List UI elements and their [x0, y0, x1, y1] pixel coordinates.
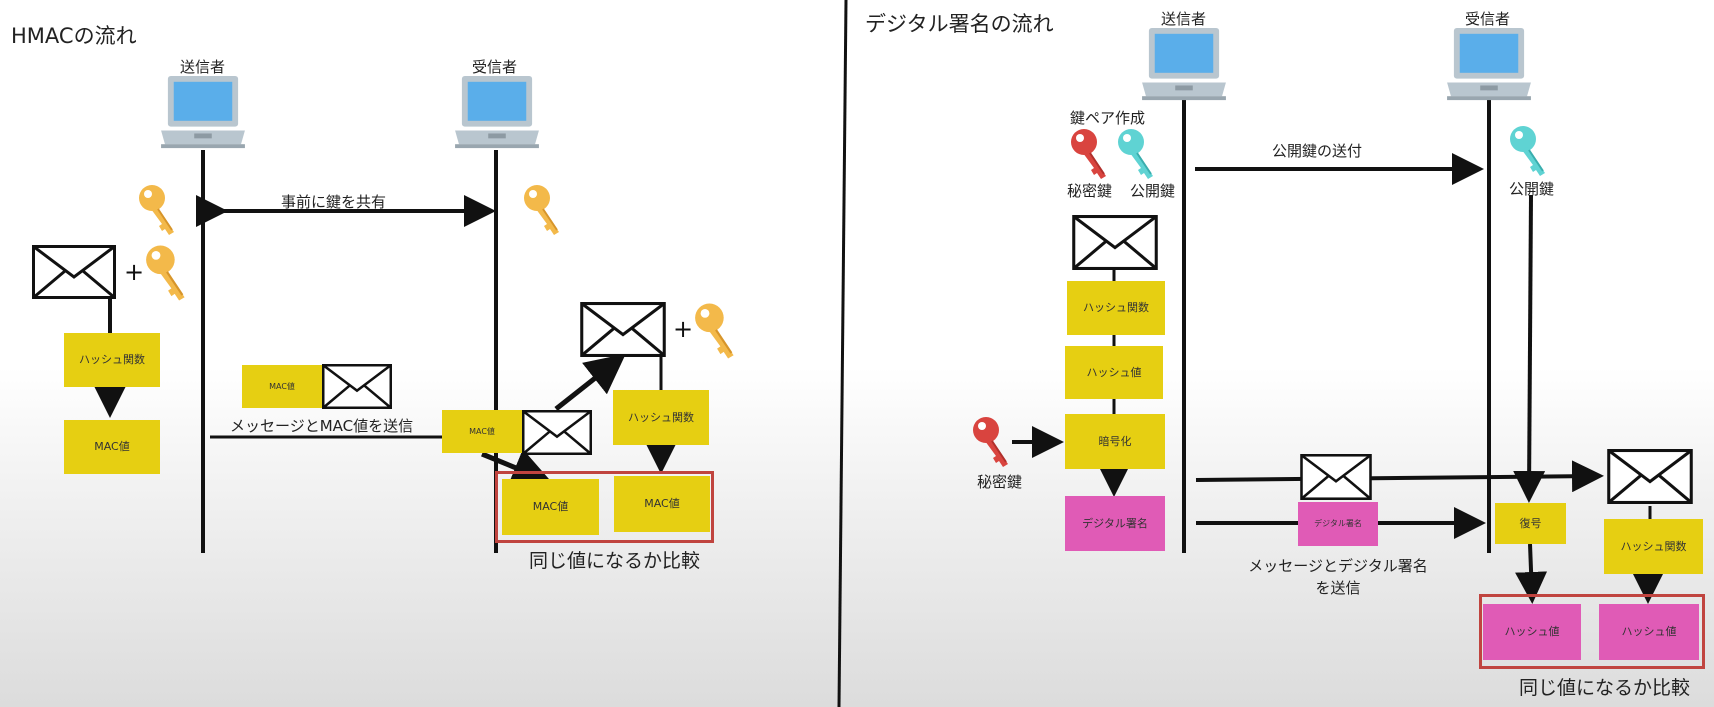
hmac-compare-frame	[495, 471, 714, 543]
hmac-hash-function-box: ハッシュ関数	[64, 333, 160, 387]
sig-decrypt-box: 復号	[1495, 503, 1566, 544]
sig-decrypt-to-hash-arrow	[1515, 543, 1548, 604]
hmac-send-label: メッセージとMAC値を送信	[230, 417, 414, 435]
sig-hash-value-box: ハッシュ値	[1065, 346, 1163, 399]
sig-compare-hash-right: ハッシュ値	[1599, 604, 1699, 660]
sig-compare-label: 同じ値になるか比較	[1519, 677, 1691, 699]
envelope-icon	[580, 302, 666, 357]
hmac-share-key-label: 事前に鍵を共有	[281, 193, 387, 211]
hmac-title: HMACの流れ	[11, 24, 137, 48]
hmac-mac-value-box: MAC値	[64, 420, 160, 474]
envelope-icon	[1300, 454, 1372, 500]
sig-sender-label: 送信者	[1161, 10, 1207, 28]
sig-send-message-arrow	[1195, 460, 1604, 493]
sig-pubkey-to-decrypt-arrow	[1513, 194, 1546, 503]
red-key-icon	[1070, 128, 1110, 180]
envelope-icon	[31, 245, 117, 299]
sig-private-key-side-label: 秘密鍵	[977, 473, 1023, 491]
sig-compare-hash-left: ハッシュ値	[1483, 604, 1581, 660]
hmac-mac-to-compare-arrow	[481, 449, 553, 487]
sig-title: デジタル署名の流れ	[865, 12, 1054, 36]
envelope-icon	[522, 410, 592, 455]
sig-receiver-hash-function-box: ハッシュ関数	[1604, 519, 1703, 574]
hmac-sender-label: 送信者	[180, 58, 226, 76]
hmac-receiver-hash-function-box: ハッシュ関数	[613, 390, 709, 445]
envelope-icon	[1071, 215, 1159, 270]
plus-sign: +	[673, 315, 694, 343]
hmac-receiver-label: 受信者	[472, 58, 518, 76]
hmac-compare-mac-left: MAC値	[502, 479, 599, 535]
hmac-compare-mac-right: MAC値	[614, 476, 710, 532]
sig-compare-frame	[1479, 594, 1705, 669]
sig-receiver-label: 受信者	[1465, 10, 1511, 28]
sig-send-label-line1: メッセージとデジタル署名	[1248, 557, 1428, 575]
sig-key-pair-label: 鍵ペア作成	[1070, 109, 1146, 127]
gold-key-icon	[138, 184, 178, 236]
hmac-mac-value-small-box: MAC値	[242, 365, 322, 408]
plus-sign: +	[124, 258, 145, 286]
sig-private-key-label: 秘密鍵	[1067, 182, 1113, 200]
sig-hash-function-box: ハッシュ関数	[1067, 281, 1165, 335]
cyan-key-icon	[1117, 128, 1157, 180]
cyan-key-icon	[1509, 125, 1549, 177]
sig-digital-signature-small-box: デジタル署名	[1298, 502, 1378, 546]
laptop-icon	[1443, 26, 1535, 104]
envelope-icon	[322, 364, 392, 409]
sig-send-label-line2: を送信	[1315, 579, 1361, 597]
laptop-icon	[1138, 26, 1230, 104]
sig-encrypt-box: 暗号化	[1065, 414, 1165, 469]
hmac-compare-label: 同じ値になるか比較	[529, 550, 701, 572]
hmac-env-to-message-arrow	[554, 353, 626, 411]
red-key-icon	[972, 416, 1012, 468]
laptop-icon	[451, 74, 543, 152]
envelope-icon	[1606, 449, 1694, 504]
gold-key-icon	[145, 244, 189, 302]
sig-digital-signature-box: デジタル署名	[1065, 496, 1165, 551]
sig-public-key-label: 公開鍵	[1130, 182, 1176, 200]
hmac-mac-value-received-box: MAC値	[442, 410, 522, 453]
sig-send-public-key-label: 公開鍵の送付	[1272, 142, 1363, 160]
gold-key-icon	[523, 184, 563, 236]
laptop-icon	[157, 74, 249, 152]
gold-key-icon	[694, 302, 738, 360]
sig-receiver-public-key-label: 公開鍵	[1509, 180, 1555, 198]
panel-divider	[837, 0, 848, 707]
